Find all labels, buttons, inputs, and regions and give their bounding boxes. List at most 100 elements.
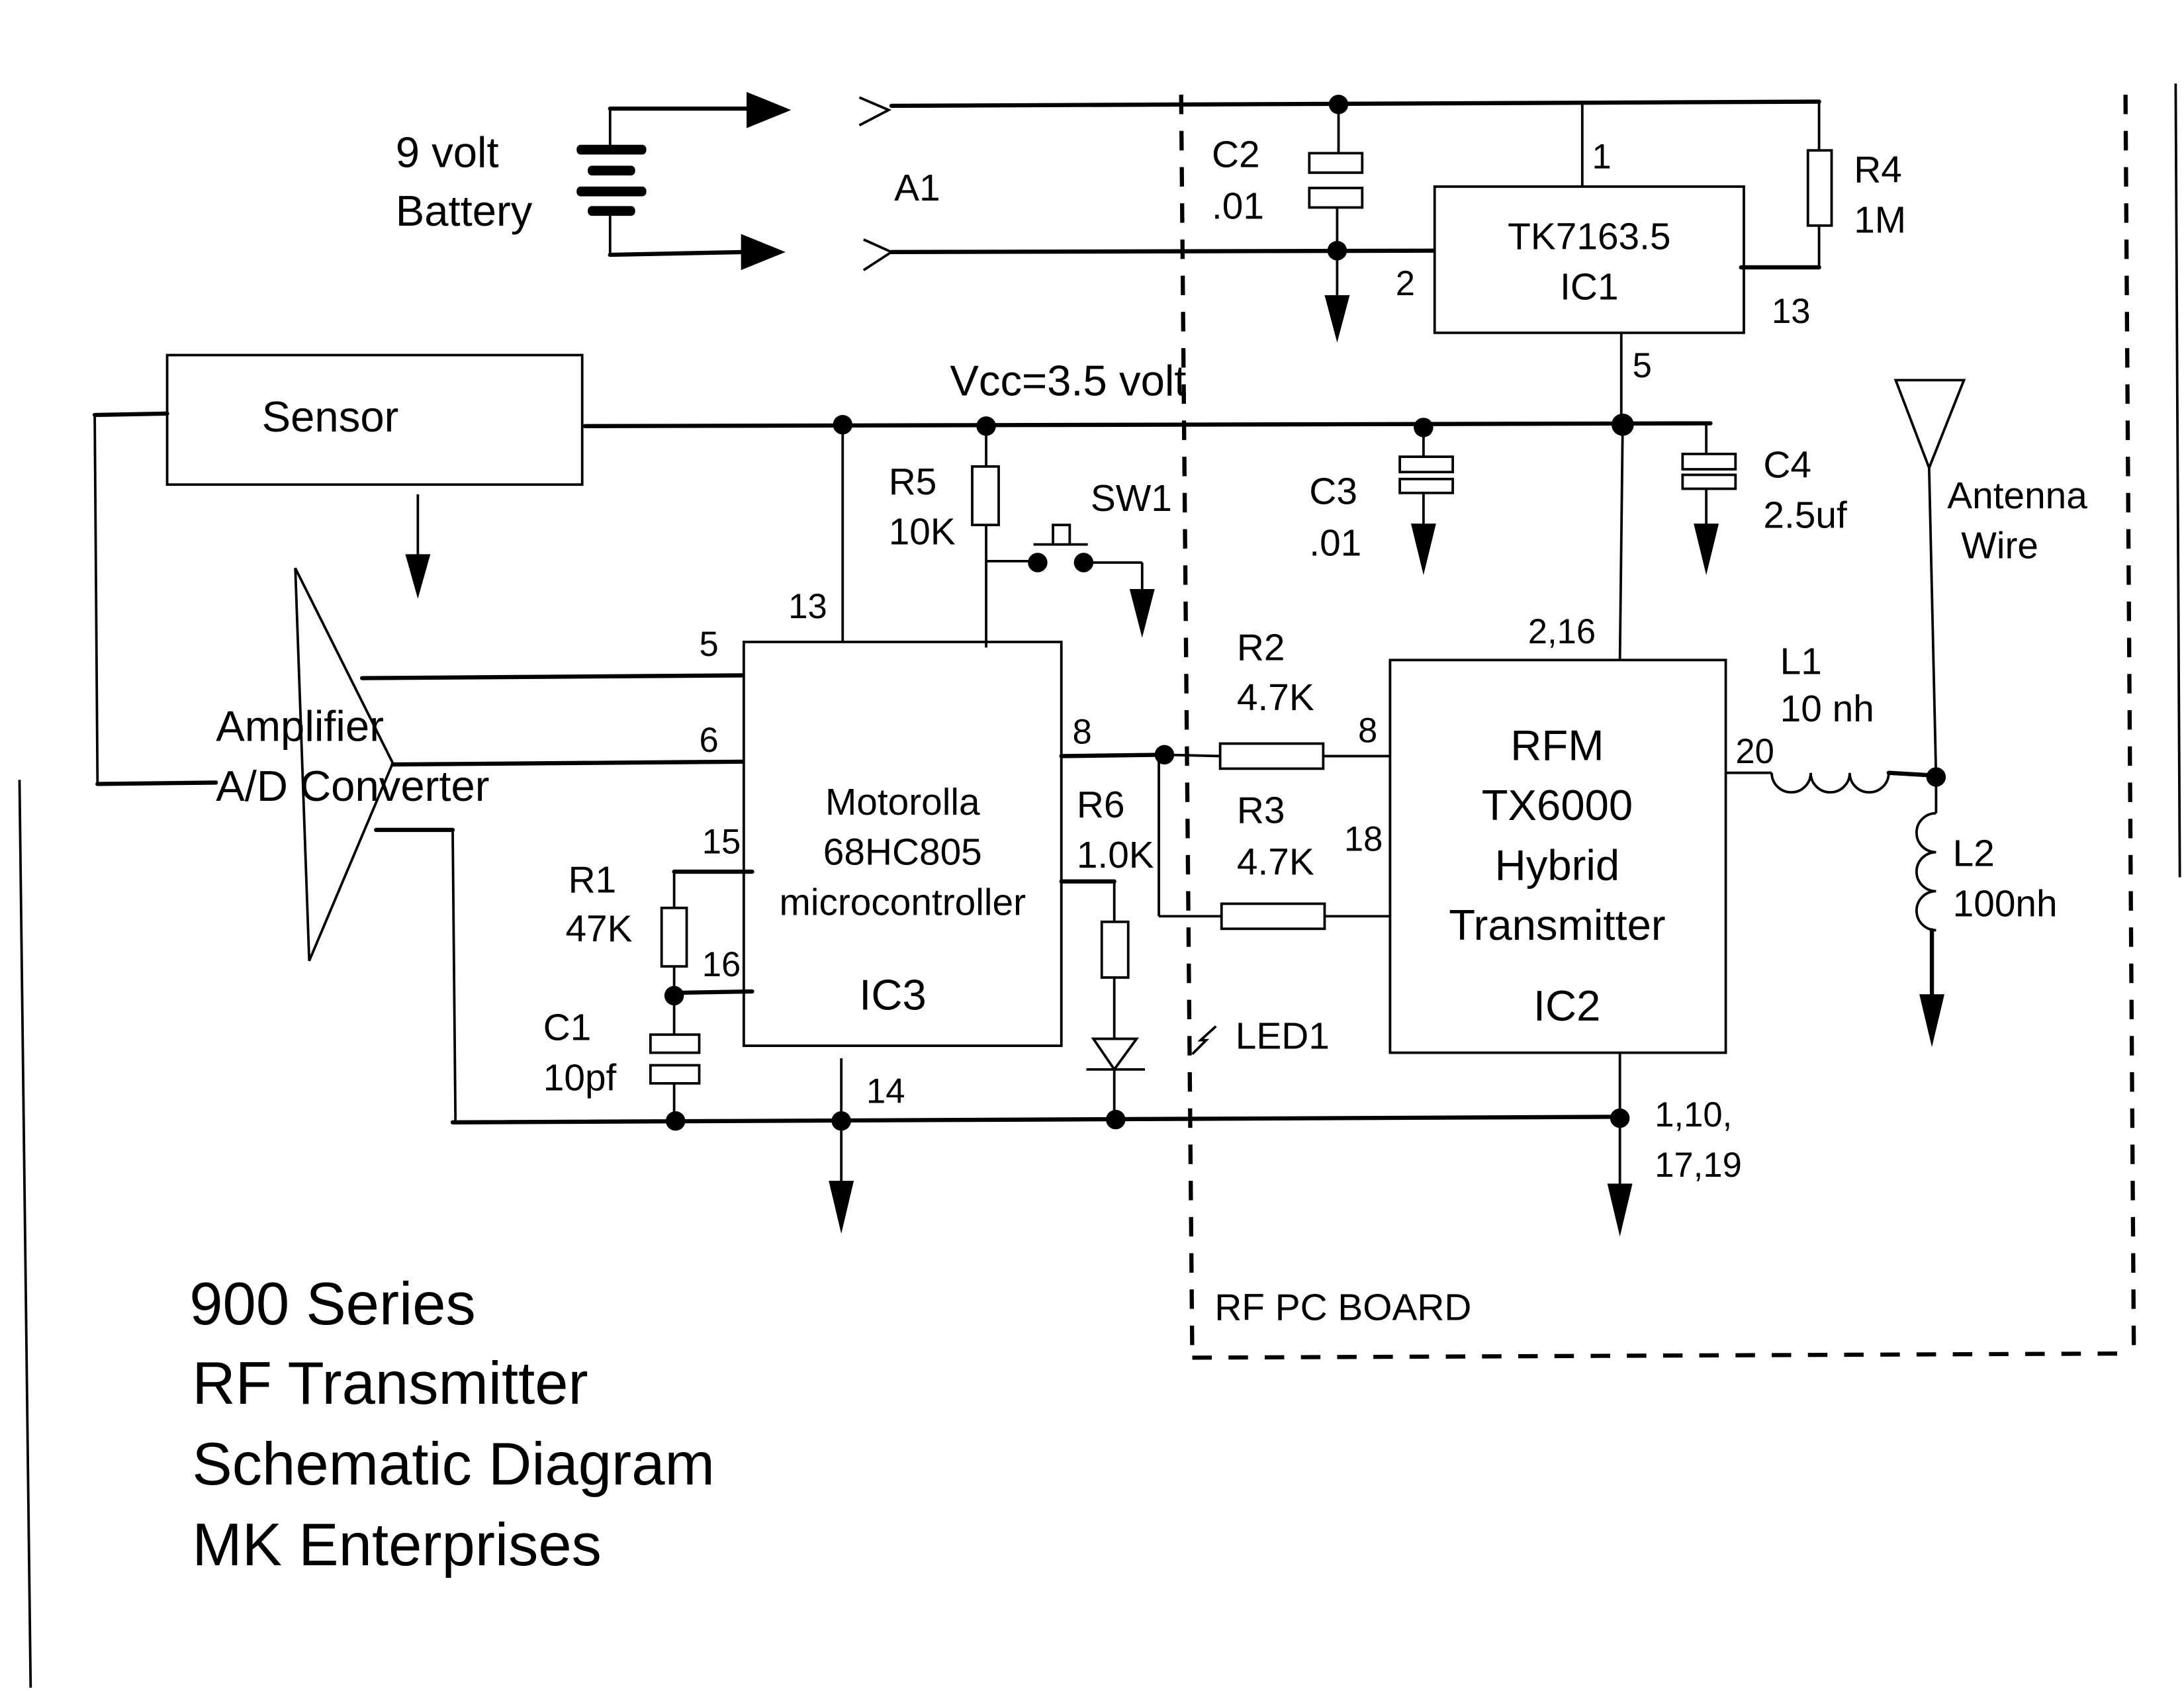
r3-ref: R3 [1237,790,1285,831]
sw1-ref: SW1 [1091,478,1172,520]
ic3-pin-14: 14 [866,1072,905,1111]
resistor-r2 [1218,742,1325,770]
ic2-pin-gnd-line1: 1,10, [1655,1095,1732,1134]
ic2-pin-gnd-line2: 17,19 [1655,1146,1742,1185]
ground-arrow-icon [1129,588,1155,638]
ic1-pin-13: 13 [1772,292,1811,331]
capacitor-c2 [1308,104,1364,343]
resistor-r5 [971,426,1000,648]
ic1-pin-1: 1 [1592,138,1612,177]
vcc-label: Vcc=3.5 volt [950,357,1186,405]
title-line-1: 900 Series [189,1271,476,1338]
l2-ref: L2 [1953,833,1995,875]
ic3-pin-16: 16 [702,945,741,984]
r4-ref: R4 [1854,150,1902,191]
amplifier-ad-converter [294,567,394,962]
switch-sw1 [986,524,1155,638]
resistor-r3 [1220,902,1326,931]
ic3-ref: IC3 [859,970,927,1019]
resistor-r4 [1806,101,1833,267]
led1-symbol [1086,1025,1217,1120]
r5-value: 10K [889,512,956,553]
capacitor-c1 [649,995,701,1121]
r1-ref: R1 [569,860,617,901]
l1-ref: L1 [1780,641,1822,682]
ground-arrow-icon [1694,524,1719,575]
ic1-pin-2: 2 [1396,264,1415,303]
r2-ref: R2 [1237,627,1285,668]
ic3-pin-6: 6 [700,721,719,760]
inductor-l1 [1725,770,1938,794]
antenna-symbol [1893,379,1966,778]
scan-edge-left [18,780,32,1688]
light-emission-icon [1191,1025,1217,1056]
title-line-3: Schematic Diagram [192,1431,714,1498]
ic3-pin-8: 8 [1073,713,1092,752]
ic1-pin-5: 5 [1633,346,1652,385]
capacitor-c3 [1398,427,1454,575]
c3-value: .01 [1309,522,1361,564]
ic2-line1: RFM [1510,721,1604,770]
ic2-line2: TX6000 [1482,781,1633,829]
connector-a1-label: A1 [894,167,940,209]
r6-value: 1.0K [1077,835,1154,876]
c3-ref: C3 [1309,471,1357,513]
ic2-pin-18: 18 [1344,820,1383,859]
ground-arrow-icon [1410,524,1436,575]
ground-arrow-icon [1607,1183,1633,1237]
ic3-line1: Motorolla [825,782,980,823]
ground-arrow-icon [1919,994,1945,1048]
r3-value: 4.7K [1237,841,1314,883]
ground-arrow-icon [405,554,431,599]
scan-edge-right [2174,83,2181,878]
supply-rail-lower [889,248,1437,254]
ic2-line3: Hybrid [1495,841,1619,890]
ic2-line4: Transmitter [1449,901,1665,949]
antenna-label-line1: Antenna [1947,475,2087,517]
ic2-transmitter [1388,659,1727,1054]
l1-value: 10 nh [1780,688,1874,730]
ground-arrow-icon [1324,295,1350,343]
battery-symbol [576,91,792,271]
rf-pc-board-label: RF PC BOARD [1214,1287,1471,1329]
rf-pc-board-outline [1179,95,2136,1360]
ground-bus [450,1115,1625,1124]
capacitor-c4 [1681,423,1737,575]
ic2-pin-8: 8 [1358,711,1377,750]
ic1-regulator [1433,185,1745,334]
ic3-line3: microcontroller [780,882,1026,923]
battery-label-line1: 9 volt [396,128,499,176]
supply-rail-top [889,99,1821,109]
title-line-2: RF Transmitter [192,1350,588,1417]
c4-value: 2.5uf [1763,494,1847,536]
ic2-ref: IC2 [1533,982,1601,1030]
r5-ref: R5 [889,461,937,503]
led1-ref: LED1 [1236,1015,1330,1057]
ic3-line2: 68HC805 [823,832,982,874]
resistor-r6 [1100,881,1130,1039]
ic2-pin-2-16: 2,16 [1528,612,1596,651]
ic1-name: TK7163.5 [1508,216,1670,258]
r6-ref: R6 [1077,784,1125,826]
battery-label-line2: Battery [396,187,533,235]
c1-value: 10pf [543,1057,617,1099]
ic3-pin-5: 5 [700,625,719,664]
r1-value: 47K [565,908,632,950]
sensor-block [165,353,584,486]
amplifier-label-line1: Amplifier [216,702,384,750]
amplifier-label-line2: A/D Converter [216,762,489,810]
ic3-pin-13: 13 [788,587,827,626]
c1-ref: C1 [543,1007,592,1049]
ic2-pin-20: 20 [1735,732,1774,771]
title-line-4: MK Enterprises [192,1512,601,1578]
c4-ref: C4 [1763,445,1811,486]
sensor-label: Sensor [262,392,399,441]
c2-ref: C2 [1212,134,1260,175]
l2-value: 100nh [1953,883,2058,925]
resistor-r1 [660,872,688,996]
vcc-rail [582,421,1713,428]
ic3-pin-15: 15 [702,823,741,862]
ic1-ref: IC1 [1560,266,1618,308]
